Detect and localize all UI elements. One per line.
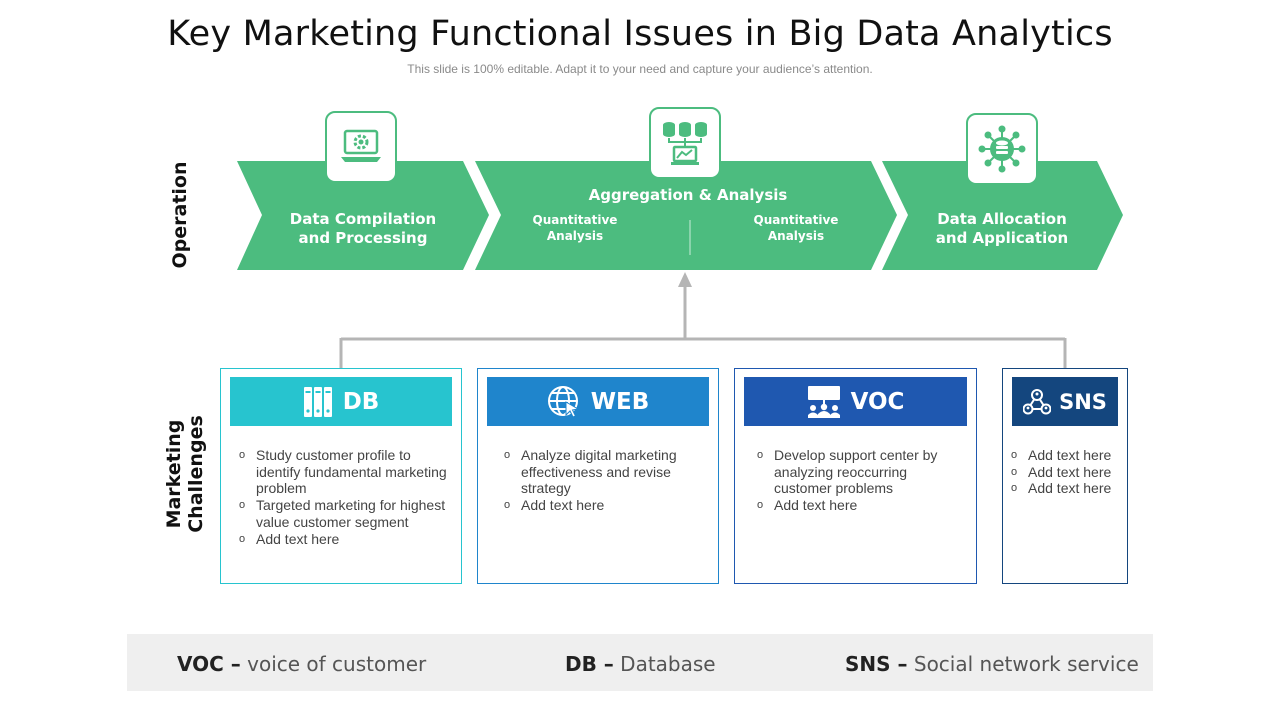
- card-web: WEB Analyze digital marketing effectiven…: [477, 368, 719, 584]
- connector-lines: [339, 286, 1067, 368]
- list-item: Targeted marketing for highest value cus…: [237, 497, 449, 530]
- legend-db-abbr: DB –: [565, 652, 614, 676]
- legend-db-full: Database: [613, 652, 716, 676]
- list-item: Add text here: [1009, 447, 1123, 464]
- legend-sns-abbr: SNS –: [845, 652, 908, 676]
- card-sns-label: SNS: [1059, 389, 1107, 414]
- quantitative-analysis-right: Quantitative Analysis: [741, 212, 851, 244]
- list-item: Analyze digital marketing effectiveness …: [502, 447, 706, 497]
- quantitative-analysis-left: Quantitative Analysis: [520, 212, 630, 244]
- card-web-label: WEB: [590, 388, 650, 415]
- step-aggregation-title: Aggregation & Analysis: [588, 186, 788, 204]
- icon-box-aggregation: [649, 107, 721, 179]
- quant-left-line1: Quantitative: [532, 213, 618, 227]
- icon-box-compilation: [325, 111, 397, 183]
- step-data-allocation-text: Data Allocation and Application: [912, 210, 1092, 248]
- step1-line1: Data Compilation: [289, 210, 437, 228]
- globe-cursor-icon: [547, 385, 580, 418]
- step3-line1: Data Allocation: [937, 210, 1067, 228]
- page-subtitle: This slide is 100% editable. Adapt it to…: [407, 62, 873, 76]
- card-sns-bullets: Add text here Add text here Add text her…: [1009, 447, 1123, 497]
- card-sns: SNS Add text here Add text here Add text…: [1002, 368, 1128, 584]
- legend-voc-abbr: VOC –: [177, 652, 241, 676]
- card-db-label: DB: [342, 388, 380, 415]
- quant-right-line1: Quantitative: [753, 213, 839, 227]
- list-item: Add text here: [1009, 464, 1123, 481]
- quant-right-line2: Analysis: [767, 229, 825, 243]
- list-item: Study customer profile to identify funda…: [237, 447, 449, 497]
- social-network-icon: [1023, 388, 1052, 414]
- card-db-header: DB: [230, 377, 452, 426]
- chevron-data-compilation: [237, 161, 489, 270]
- page-title: Key Marketing Functional Issues in Big D…: [167, 14, 1113, 54]
- connector-arrowhead: [678, 272, 692, 287]
- list-item: Add text here: [1009, 480, 1123, 497]
- database-hub-icon: [978, 125, 1026, 173]
- icon-box-allocation: [966, 113, 1038, 185]
- step-data-compilation-text: Data Compilation and Processing: [270, 210, 456, 248]
- card-db: DB Study customer profile to identify fu…: [220, 368, 462, 584]
- card-web-header: WEB: [487, 377, 709, 426]
- list-item: Add text here: [237, 531, 449, 548]
- card-web-bullets: Analyze digital marketing effectiveness …: [502, 447, 706, 514]
- step1-line2: and Processing: [298, 229, 428, 247]
- legend-db: DB – Database: [565, 652, 716, 676]
- legend-sns: SNS – Social network service: [845, 652, 1139, 676]
- list-item: Develop support center by analyzing reoc…: [755, 447, 964, 497]
- database-network-icon: [663, 122, 707, 165]
- step3-line2: and Application: [935, 229, 1069, 247]
- legend-sns-full: Social network service: [907, 652, 1139, 676]
- card-voc-label: VOC: [850, 388, 905, 415]
- list-item: Add text here: [502, 497, 706, 514]
- card-voc: VOC Develop support center by analyzing …: [734, 368, 977, 584]
- card-sns-header: SNS: [1012, 377, 1118, 426]
- chevron-data-allocation: [882, 161, 1123, 270]
- card-voc-bullets: Develop support center by analyzing reoc…: [755, 447, 964, 514]
- chevron-aggregation: [475, 161, 897, 270]
- legend-bar: VOC – voice of customer DB – Database SN…: [127, 634, 1153, 691]
- list-item: Add text here: [755, 497, 964, 514]
- binders-icon: [303, 386, 332, 417]
- legend-voc: VOC – voice of customer: [177, 652, 426, 676]
- presentation-audience-icon: [807, 385, 840, 418]
- card-voc-header: VOC: [744, 377, 967, 426]
- card-db-bullets: Study customer profile to identify funda…: [237, 447, 449, 547]
- legend-voc-full: voice of customer: [240, 652, 427, 676]
- laptop-gear-icon: [341, 129, 381, 162]
- quant-left-line2: Analysis: [546, 229, 604, 243]
